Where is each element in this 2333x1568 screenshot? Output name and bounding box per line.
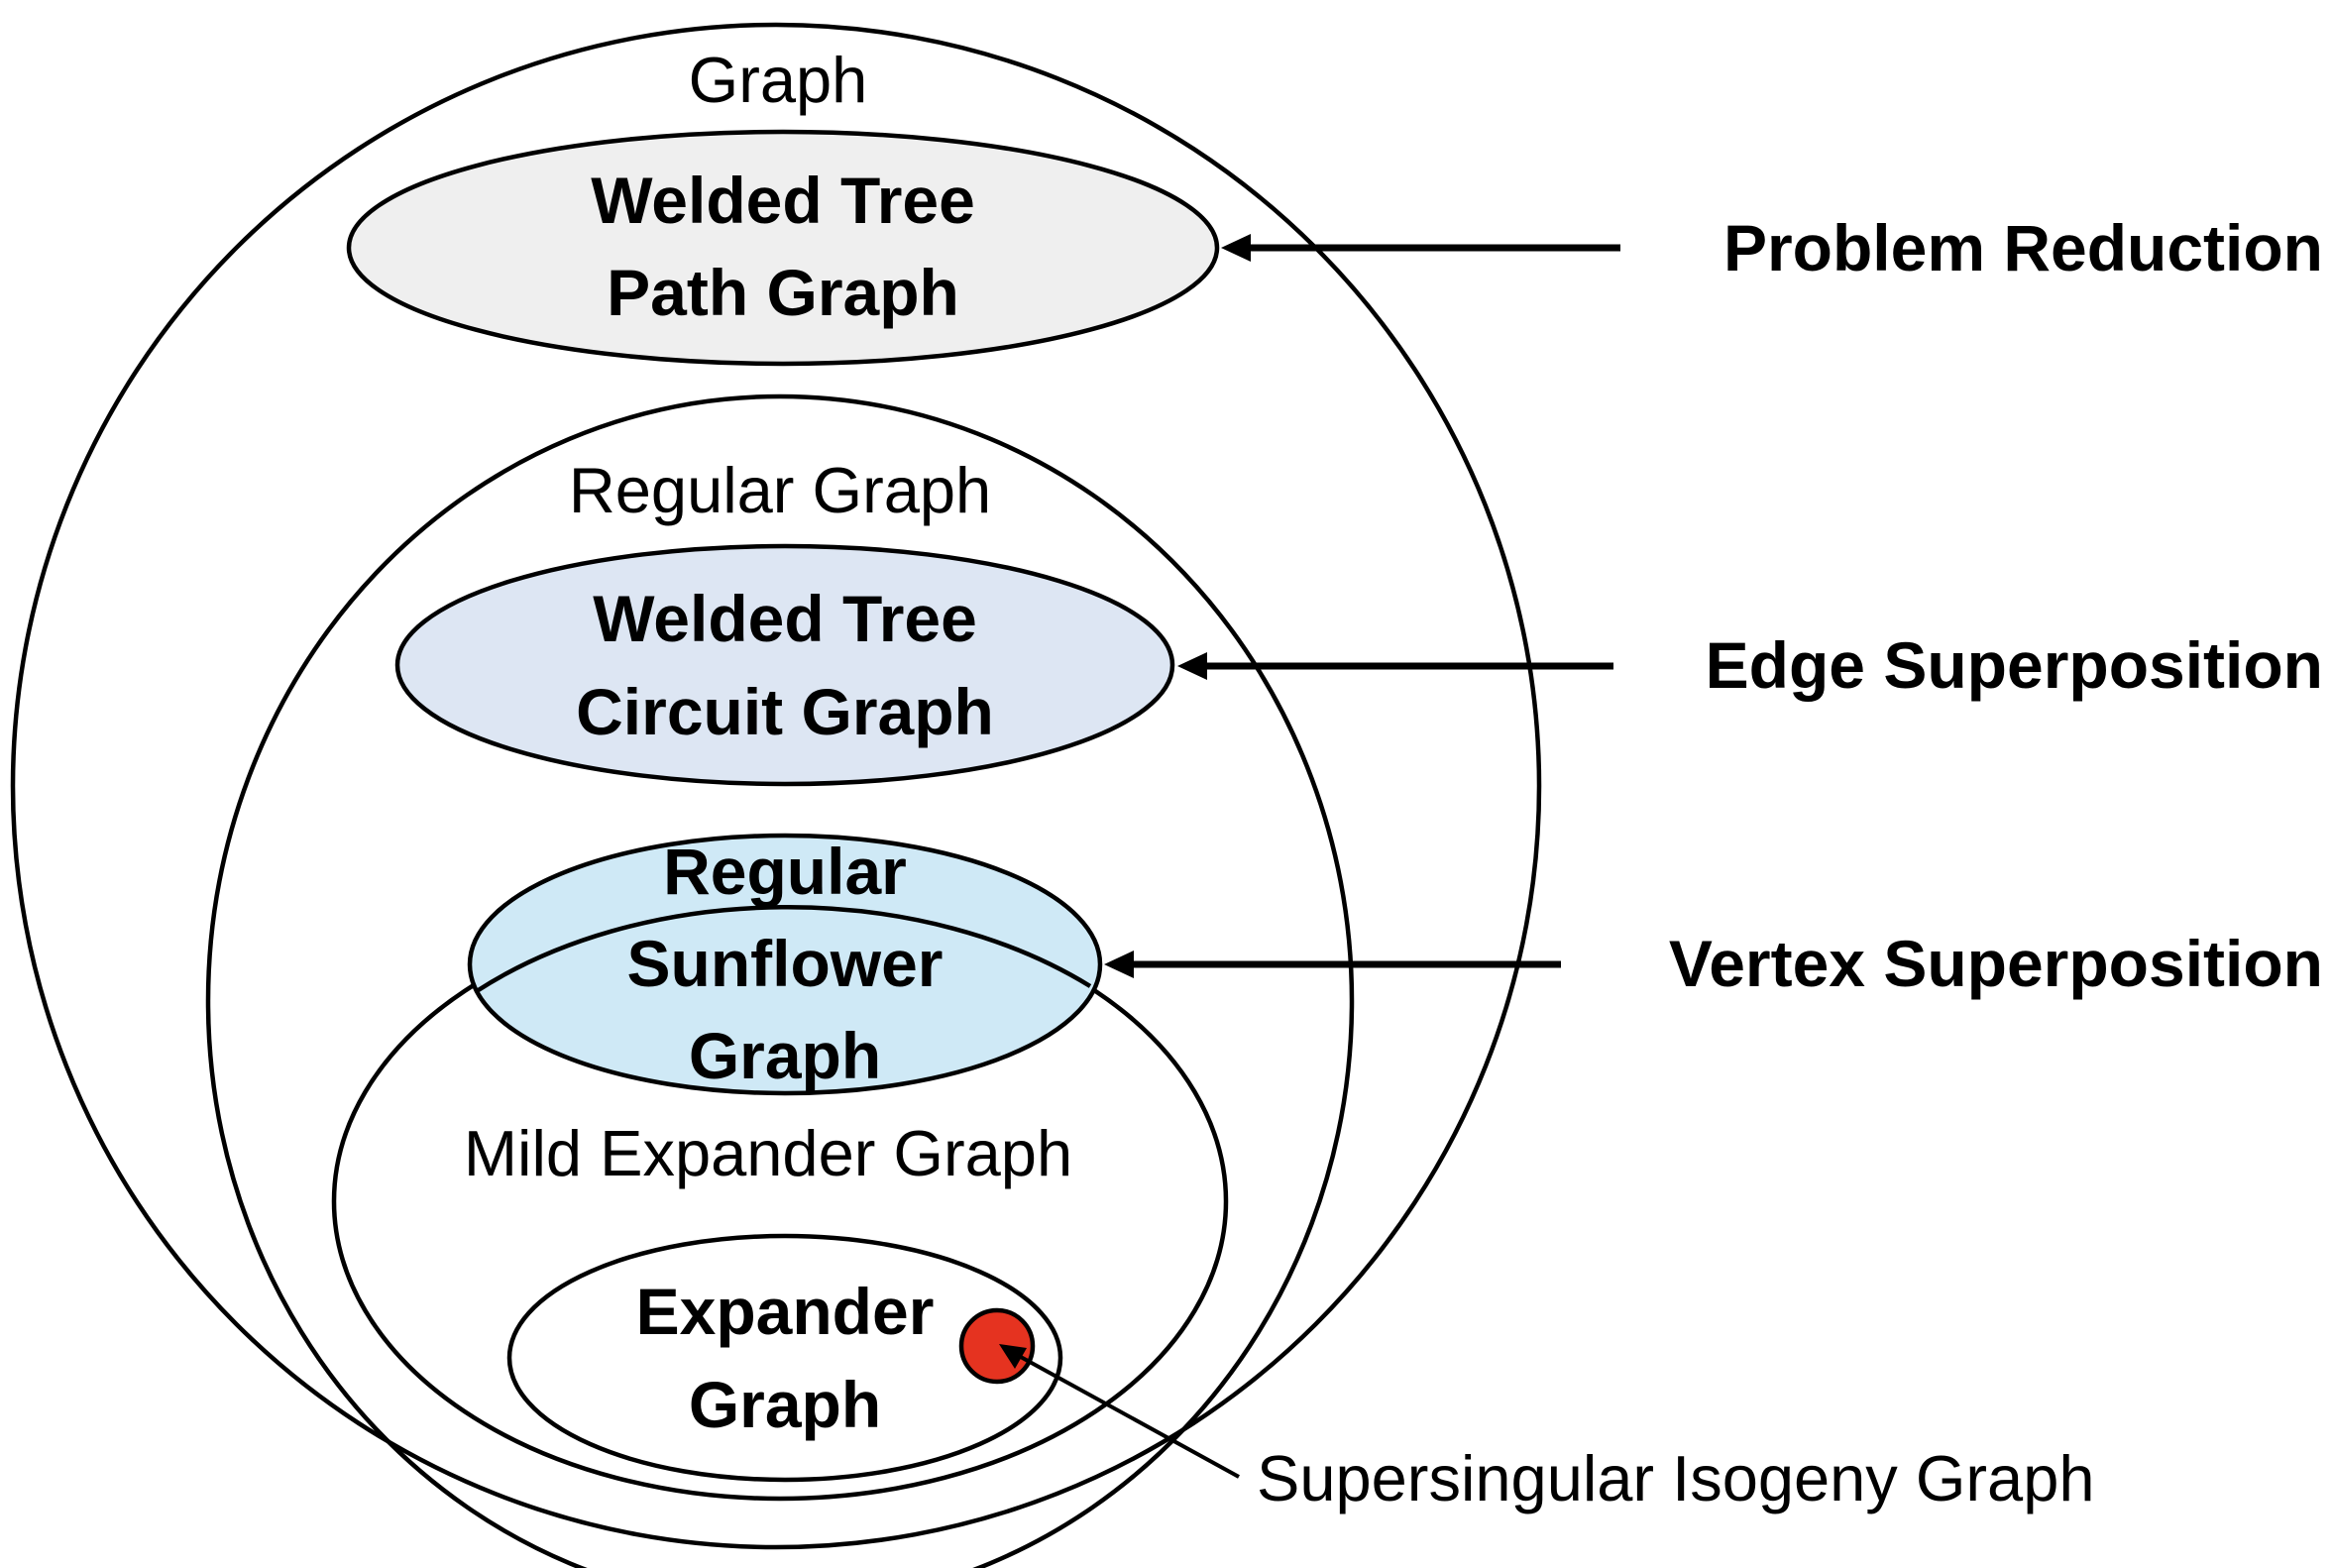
supersingular-isogeny-label: Supersingular Isogeny Graph bbox=[1257, 1442, 2095, 1514]
vertex-superposition-label: Vertex Superposition bbox=[1669, 927, 2323, 1000]
graph-label: Graph bbox=[689, 44, 868, 116]
welded-tree-circuit-ellipse bbox=[394, 543, 1175, 787]
regular-graph-set-ellipse bbox=[205, 393, 1355, 1568]
expander-label-line2: Graph bbox=[689, 1368, 881, 1441]
graph-set-ellipse bbox=[10, 22, 1542, 1550]
edge-superposition-arrowhead bbox=[1177, 652, 1207, 680]
welded-tree-path-label-line1: Welded Tree bbox=[591, 164, 975, 237]
problem-reduction-label: Problem Reduction bbox=[1723, 211, 2323, 284]
supersingular-isogeny-dot bbox=[958, 1307, 1036, 1385]
welded-tree-path-label-line2: Path Graph bbox=[607, 256, 959, 329]
supersingular-pointer-line bbox=[1018, 1354, 1240, 1479]
regular-sunflower-ellipse bbox=[467, 833, 1103, 1096]
problem-reduction-arrowhead bbox=[1221, 234, 1251, 262]
welded-tree-circuit-label-line2: Circuit Graph bbox=[576, 675, 994, 748]
mild-expander-arc-overlay bbox=[475, 905, 1092, 993]
edge-superposition-label: Edge Superposition bbox=[1706, 628, 2323, 702]
welded-tree-path-ellipse bbox=[346, 129, 1220, 367]
regular-graph-label: Regular Graph bbox=[569, 454, 991, 526]
expander-label-line1: Expander bbox=[636, 1275, 935, 1348]
expander-set-ellipse bbox=[506, 1233, 1063, 1483]
regular-sunflower-label-line3: Graph bbox=[689, 1019, 881, 1092]
vertex-superposition-arrowhead bbox=[1104, 951, 1134, 978]
mild-expander-label: Mild Expander Graph bbox=[464, 1117, 1072, 1189]
supersingular-pointer-arrowhead bbox=[999, 1344, 1027, 1369]
regular-sunflower-label-line2: Sunflower bbox=[626, 927, 943, 1000]
regular-sunflower-label-line1: Regular bbox=[663, 835, 907, 908]
welded-tree-circuit-label-line1: Welded Tree bbox=[593, 582, 977, 655]
